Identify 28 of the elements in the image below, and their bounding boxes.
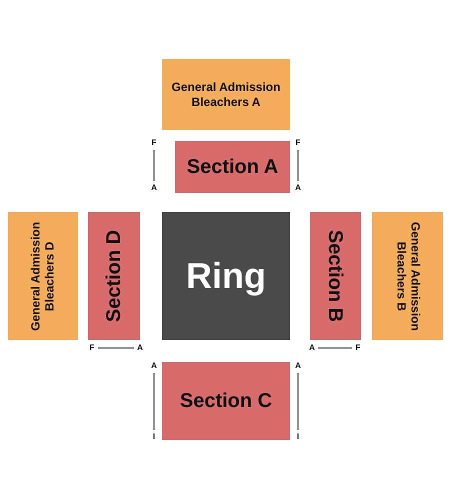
row-letter: A — [151, 362, 157, 370]
row-letter: I — [152, 433, 156, 441]
row-letter: A — [309, 344, 315, 352]
row-letter: A — [295, 184, 301, 192]
area-label: Section D — [102, 230, 126, 322]
boxing-ring — [162, 212, 290, 340]
seating-section — [88, 212, 140, 340]
row-letter: A — [151, 184, 157, 192]
area-label: General Admission Bleachers B — [393, 221, 422, 331]
area-label: Section A — [186, 155, 280, 179]
row-letter: F — [90, 344, 94, 352]
row-letter: F — [296, 139, 300, 147]
area-label: General Admission Bleachers D — [28, 221, 58, 331]
row-letter: A — [295, 362, 301, 370]
area-label: General Admission Bleachers A — [171, 80, 281, 109]
seating-section — [175, 141, 290, 193]
seating-section — [310, 212, 361, 340]
row-letter: I — [296, 433, 300, 441]
row-letter: A — [137, 344, 143, 352]
bleacher-area — [162, 59, 290, 130]
area-label: Section B — [324, 230, 348, 322]
area-label: Ring — [185, 254, 267, 298]
seating-section — [162, 362, 290, 440]
row-letter: F — [356, 344, 360, 352]
row-letter: F — [152, 139, 156, 147]
bleacher-area — [372, 212, 443, 340]
area-label: Section C — [178, 389, 274, 413]
bleacher-area — [8, 212, 78, 340]
